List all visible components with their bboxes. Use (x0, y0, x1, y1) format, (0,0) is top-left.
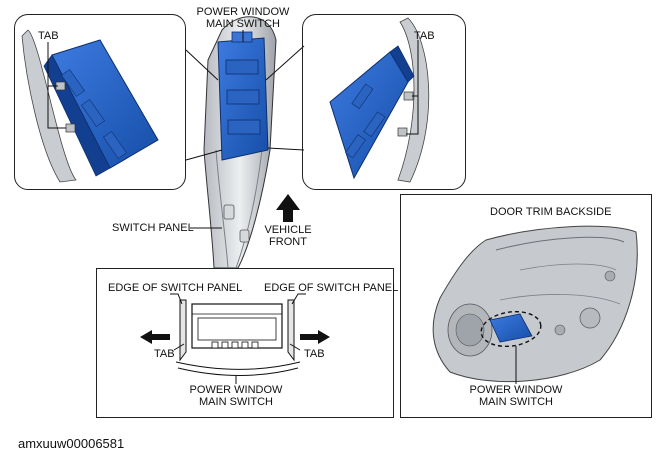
pw-door-line1: POWER WINDOW (469, 384, 563, 396)
vehicle-front-line2: FRONT (269, 236, 307, 248)
edge-detail-box (96, 268, 394, 418)
door-trim-box (400, 194, 652, 418)
edge-of-switch-panel-right-label: EDGE OF SWITCH PANEL (264, 282, 399, 294)
switch-panel-illustration (203, 16, 277, 269)
edge-of-switch-panel-left-label: EDGE OF SWITCH PANEL (108, 282, 243, 294)
figure-id: amxuuw00006581 (18, 436, 125, 451)
power-window-main-switch-line1: POWER WINDOW (196, 6, 290, 18)
left-detail-illustration (21, 29, 159, 183)
switch-panel-label: SWITCH PANEL (112, 222, 194, 234)
vehicle-front-arrow (276, 194, 300, 222)
tab-label-bottom-left: TAB (154, 348, 175, 360)
power-window-main-switch-line2: MAIN SWITCH (206, 18, 280, 30)
tab-label-left-box: TAB (38, 30, 59, 42)
pw-door-line2: MAIN SWITCH (479, 396, 553, 408)
tab-label-right-box: TAB (414, 30, 435, 42)
left-detail-box (14, 14, 186, 190)
power-window-main-switch-label-top: POWER WINDOW MAIN SWITCH (190, 6, 296, 30)
pw-bottom-line1: POWER WINDOW (189, 384, 283, 396)
edge-detail-illustration (140, 293, 330, 384)
power-window-main-switch-label-bottom: POWER WINDOW MAIN SWITCH (186, 384, 286, 408)
vehicle-front-label: VEHICLE FRONT (262, 224, 314, 248)
tab-label-bottom-right: TAB (304, 348, 325, 360)
power-window-main-switch-label-door: POWER WINDOW MAIN SWITCH (466, 384, 566, 408)
door-trim-illustration (432, 225, 638, 384)
right-detail-box (302, 14, 466, 190)
right-detail-illustration (329, 17, 430, 183)
vehicle-front-line1: VEHICLE (264, 224, 312, 236)
pw-bottom-line2: MAIN SWITCH (199, 396, 273, 408)
door-trim-backside-label: DOOR TRIM BACKSIDE (490, 206, 612, 218)
